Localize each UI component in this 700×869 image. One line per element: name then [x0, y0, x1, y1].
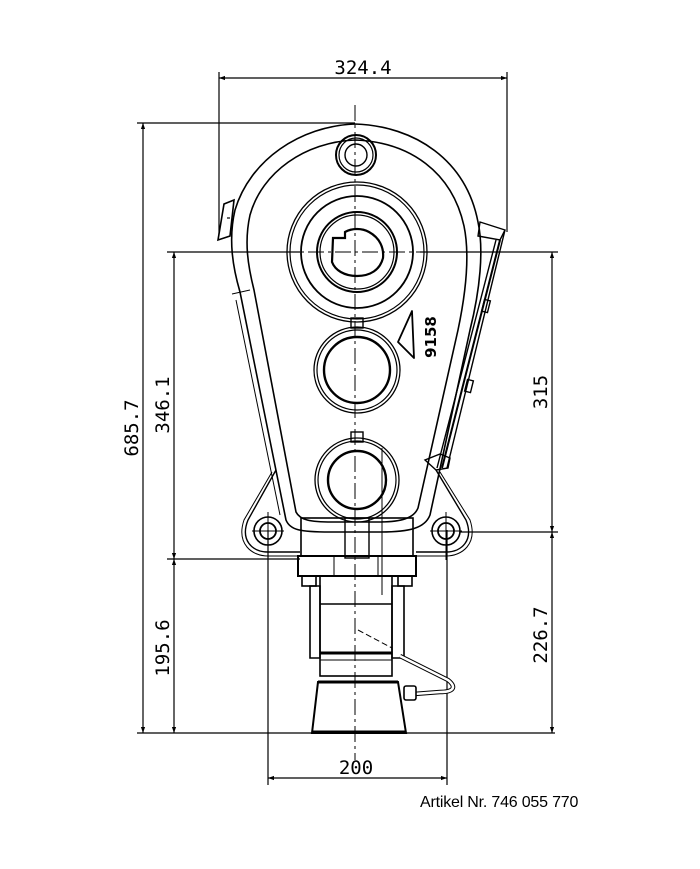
main-shaft-boss	[286, 181, 428, 323]
lower-bore	[314, 431, 400, 595]
base-flange	[297, 517, 417, 587]
dimension-label-upper-right: 315	[530, 375, 552, 409]
dimension-label-lower-left: 195.6	[152, 619, 174, 676]
dimension-base-width	[267, 530, 448, 785]
top-plug	[335, 134, 377, 176]
part-marking: 9158	[422, 316, 440, 358]
warning-triangle-icon	[397, 310, 415, 359]
dimension-label-lower-right: 226.7	[530, 606, 552, 663]
gearbox-housing	[230, 123, 482, 533]
middle-bore	[313, 317, 401, 414]
dimension-label-base-width: 200	[339, 757, 373, 779]
dimension-overall-width	[218, 72, 508, 235]
left-connector	[216, 198, 235, 242]
dimension-label-overall-height: 685.7	[121, 399, 143, 456]
article-number: Artikel Nr. 746 055 770	[420, 794, 579, 811]
lever-arm	[423, 221, 506, 471]
lug-crosshairs	[252, 512, 462, 560]
output-housing	[309, 575, 408, 734]
cable-hose	[357, 629, 456, 701]
dimension-label-upper-left: 346.1	[152, 376, 174, 433]
dimension-label-overall-width: 324.4	[334, 57, 391, 79]
